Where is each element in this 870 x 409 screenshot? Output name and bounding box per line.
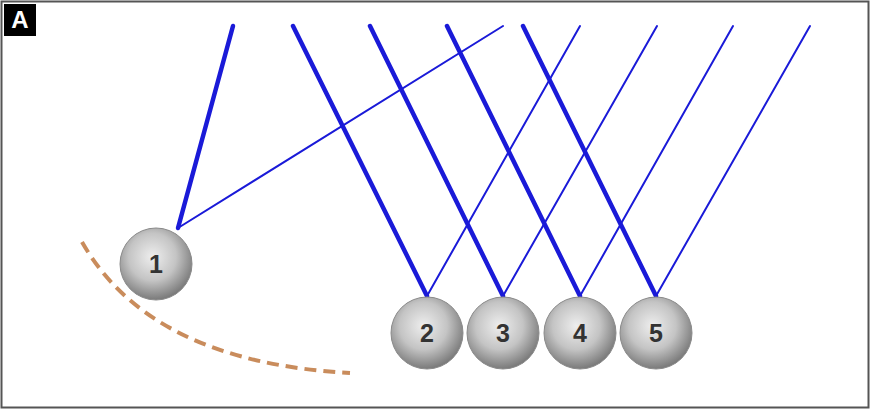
pendulum-ball: 2 (390, 296, 464, 370)
pendulum-ball: 5 (619, 296, 693, 370)
pendulum-ball: 3 (466, 296, 540, 370)
ball-number: 1 (119, 227, 193, 301)
panel-letter: A (4, 4, 36, 36)
ball-circle (544, 297, 616, 369)
pendulum-ball: 1 (119, 227, 193, 301)
ball-circle (620, 297, 692, 369)
strings (178, 26, 810, 296)
ball-circle (120, 228, 192, 300)
pendulum-ball: 4 (543, 296, 617, 370)
ball-number: 3 (466, 296, 540, 370)
ball-circle (391, 297, 463, 369)
ball-circle (467, 297, 539, 369)
ball-number: 5 (619, 296, 693, 370)
ball-number: 2 (390, 296, 464, 370)
ball-number: 4 (543, 296, 617, 370)
